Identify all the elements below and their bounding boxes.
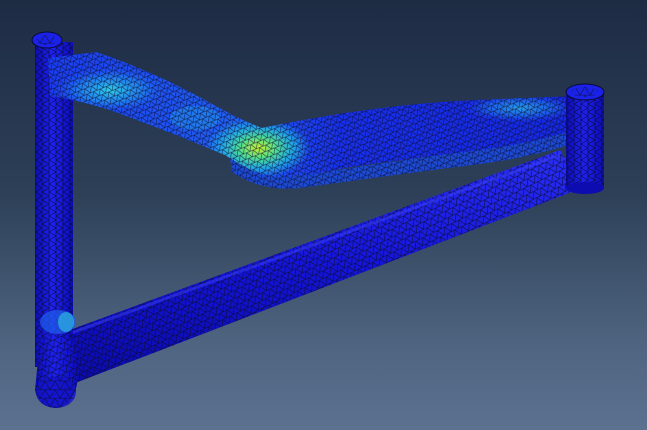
top-left-boss xyxy=(31,31,63,49)
bottom-left-joint xyxy=(35,335,78,408)
right-boss xyxy=(565,83,605,194)
diagonal-tube xyxy=(48,150,582,385)
